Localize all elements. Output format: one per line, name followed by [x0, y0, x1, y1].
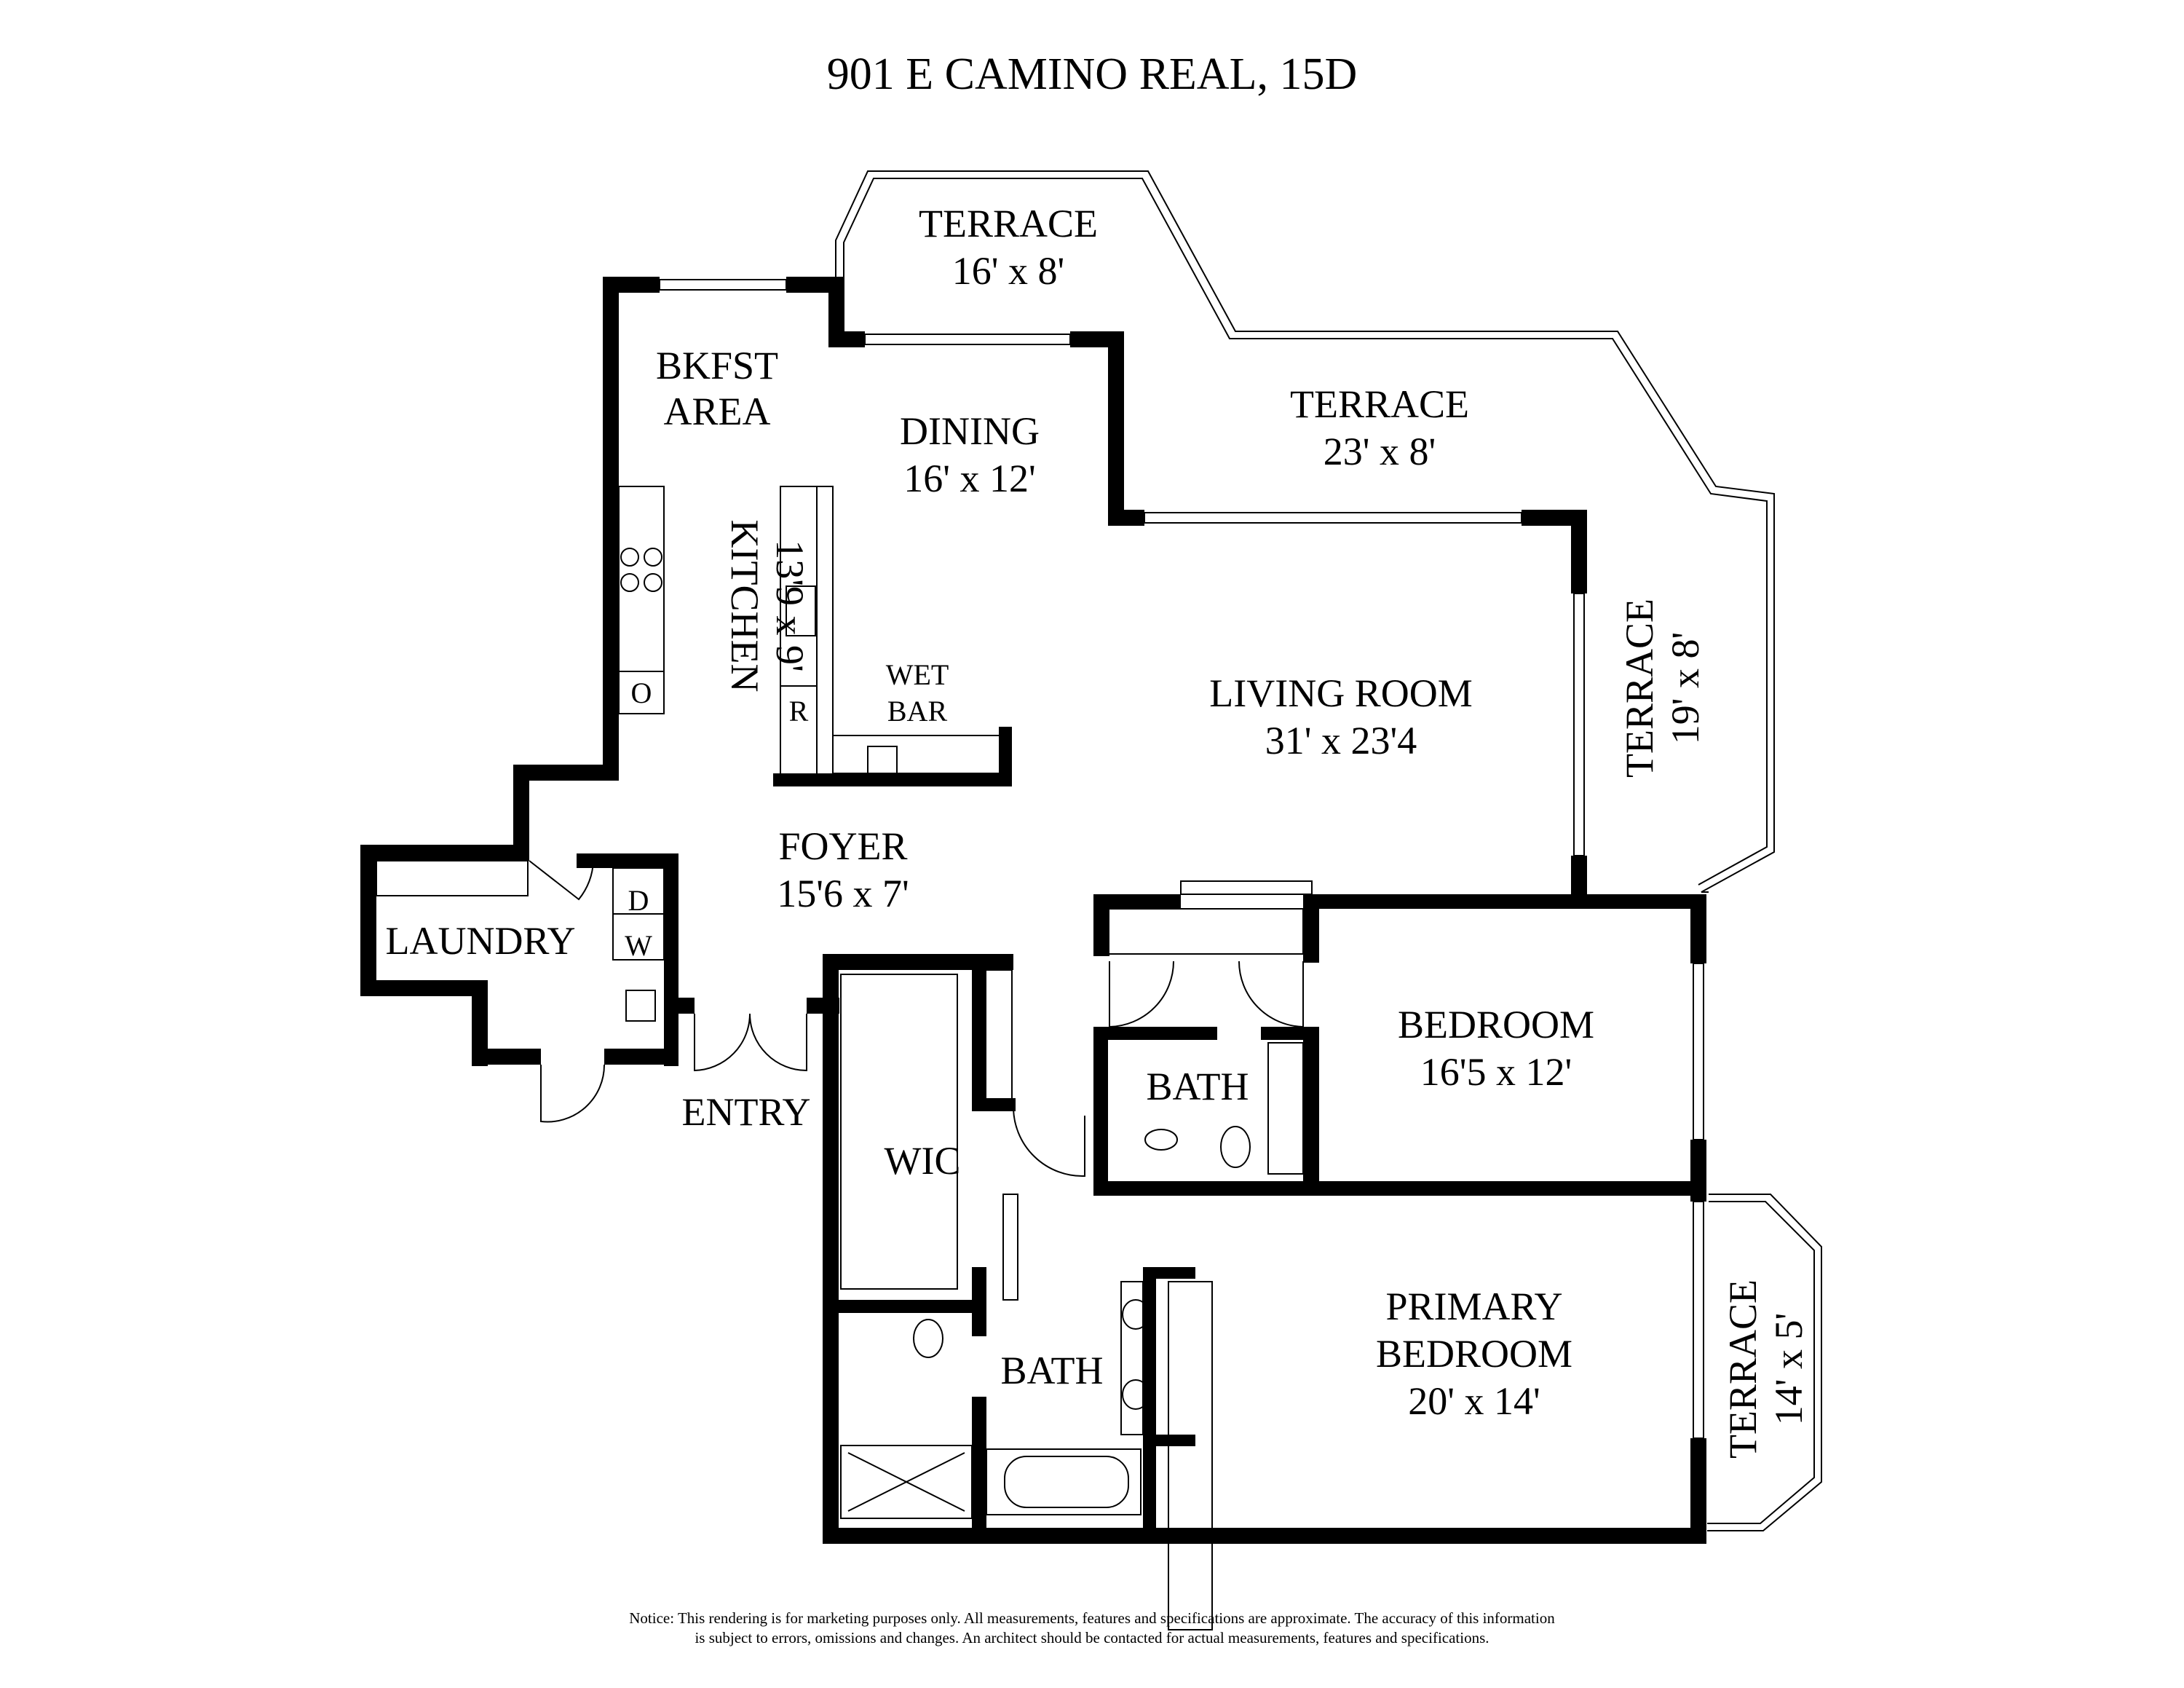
- washer-label: W: [625, 929, 652, 962]
- bath-lower-label: BATH: [1000, 1349, 1103, 1392]
- bedroom-label: BEDROOM 16'5 x 12': [1398, 1003, 1594, 1094]
- terrace-mid-label: TERRACE 23' x 8': [1290, 382, 1469, 473]
- svg-text:16'5 x 12': 16'5 x 12': [1420, 1050, 1572, 1094]
- entry-label: ENTRY: [681, 1090, 810, 1134]
- svg-text:BEDROOM: BEDROOM: [1376, 1332, 1572, 1376]
- bath-upper-label: BATH: [1146, 1065, 1249, 1108]
- wic-label: WIC: [885, 1139, 961, 1183]
- notice-line-1: Notice: This rendering is for marketing …: [629, 1609, 1555, 1627]
- terrace-top-label: TERRACE 16' x 8': [919, 202, 1098, 293]
- svg-text:AREA: AREA: [664, 390, 771, 433]
- terrace-right-label: TERRACE 19' x 8': [1618, 599, 1707, 778]
- fixtures: [620, 548, 1304, 1512]
- svg-text:16' x 8': 16' x 8': [952, 249, 1064, 293]
- foyer-label: FOYER 15'6 x 7': [777, 824, 909, 915]
- cabinetry: [376, 486, 1304, 1630]
- svg-text:19' x 8': 19' x 8': [1663, 632, 1707, 744]
- svg-text:KITCHEN: KITCHEN: [723, 520, 767, 693]
- svg-text:WET: WET: [886, 658, 949, 691]
- svg-text:BKFST: BKFST: [656, 344, 778, 387]
- svg-text:13'9 x 9': 13'9 x 9': [768, 540, 812, 671]
- oven-label: O: [631, 677, 652, 709]
- windows: [659, 279, 1704, 1439]
- svg-text:TERRACE: TERRACE: [1290, 382, 1469, 426]
- svg-text:15'6 x 7': 15'6 x 7': [777, 872, 909, 915]
- svg-text:16' x 12': 16' x 12': [903, 457, 1035, 500]
- svg-text:FOYER: FOYER: [778, 824, 907, 868]
- svg-text:PRIMARY: PRIMARY: [1385, 1285, 1562, 1328]
- terrace-small-label: TERRACE 14' x 5': [1721, 1279, 1811, 1459]
- svg-text:23' x 8': 23' x 8': [1324, 430, 1436, 473]
- svg-text:DINING: DINING: [900, 409, 1040, 453]
- svg-text:TERRACE: TERRACE: [1721, 1279, 1765, 1459]
- plan-title: 901 E CAMINO REAL, 15D: [827, 50, 1357, 99]
- svg-text:20' x 14': 20' x 14': [1408, 1379, 1540, 1423]
- room-labels: TERRACE 16' x 8' BKFST AREA DINING 16' x…: [385, 202, 1811, 1459]
- appliance-labels: O R D W: [625, 677, 809, 962]
- svg-text:TERRACE: TERRACE: [919, 202, 1098, 245]
- primary-bedroom-label: PRIMARY BEDROOM 20' x 14': [1376, 1285, 1572, 1423]
- wet-bar-label: WET BAR: [886, 658, 949, 727]
- dining-label: DINING 16' x 12': [900, 409, 1040, 500]
- living-room-label: LIVING ROOM 31' x 23'4: [1209, 671, 1472, 762]
- kitchen-label: KITCHEN 13'9 x 9': [723, 520, 812, 693]
- svg-text:14' x 5': 14' x 5': [1767, 1313, 1811, 1425]
- svg-text:LIVING ROOM: LIVING ROOM: [1209, 671, 1472, 715]
- notice-line-2: is subject to errors, omissions and chan…: [695, 1629, 1489, 1646]
- svg-text:BEDROOM: BEDROOM: [1398, 1003, 1594, 1046]
- svg-text:TERRACE: TERRACE: [1618, 599, 1661, 778]
- dryer-label: D: [628, 884, 649, 917]
- bkfst-area-label: BKFST AREA: [656, 344, 778, 433]
- terrace-outlines: [835, 170, 1822, 1531]
- laundry-label: LAUNDRY: [385, 919, 575, 963]
- door-swings: [529, 860, 1304, 1178]
- refrigerator-label: R: [789, 695, 809, 727]
- svg-text:31' x 23'4: 31' x 23'4: [1265, 719, 1417, 762]
- svg-text:BAR: BAR: [887, 695, 948, 727]
